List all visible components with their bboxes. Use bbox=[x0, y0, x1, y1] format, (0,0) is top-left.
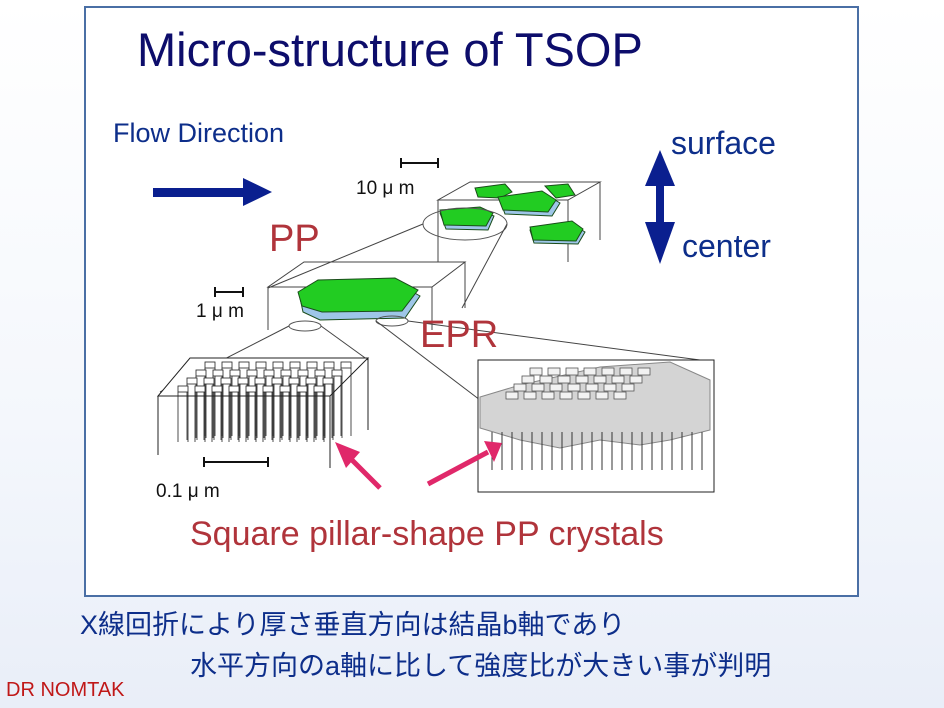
pillar-top bbox=[246, 369, 258, 377]
epr-label: EPR bbox=[420, 314, 499, 356]
flow-direction-label: Flow Direction bbox=[113, 118, 285, 148]
pillar-top bbox=[331, 369, 343, 377]
scale-label-1um: 1 μ m bbox=[196, 301, 244, 322]
pillar-top bbox=[513, 383, 527, 392]
pillar-top bbox=[539, 375, 553, 384]
pillar-top bbox=[195, 369, 207, 377]
pp-label: PP bbox=[269, 218, 320, 260]
pillar-top bbox=[585, 383, 599, 392]
pillar-top bbox=[340, 361, 352, 369]
pillar-top bbox=[611, 375, 625, 384]
scale-label-0-1um: 0.1 μ m bbox=[156, 481, 220, 502]
scale-label-10um: 10 μ m bbox=[356, 178, 415, 199]
zoom-lines-upper bbox=[267, 223, 508, 309]
pillar-top bbox=[603, 383, 617, 392]
pillar-top bbox=[521, 375, 535, 384]
pillar-top bbox=[621, 383, 635, 392]
pillar-top bbox=[177, 385, 189, 393]
pillar-top bbox=[531, 383, 545, 392]
pillar-top bbox=[254, 377, 266, 385]
pillar-top bbox=[262, 385, 274, 393]
pillar-top bbox=[505, 391, 519, 400]
pillar-top bbox=[288, 377, 300, 385]
surface-pp-domains bbox=[439, 183, 586, 245]
pillar-top bbox=[595, 391, 609, 400]
surface-center-double-arrow-icon bbox=[645, 150, 675, 264]
pillar-top bbox=[577, 391, 591, 400]
pillar-top bbox=[559, 391, 573, 400]
pillar-top bbox=[313, 385, 325, 393]
middle-pp-domain bbox=[297, 277, 421, 321]
content-frame bbox=[84, 6, 859, 597]
pillar-top bbox=[238, 361, 250, 369]
pillar-top bbox=[203, 377, 215, 385]
pillar-top bbox=[263, 369, 275, 377]
pillar-top bbox=[289, 361, 301, 369]
pillar-top bbox=[228, 385, 240, 393]
pillar-top bbox=[575, 375, 589, 384]
pillar-top bbox=[629, 375, 643, 384]
pillar-top bbox=[529, 367, 543, 376]
pillar-top bbox=[221, 361, 233, 369]
crystal-caption: Square pillar-shape PP crystals bbox=[190, 515, 664, 553]
pillar-top bbox=[601, 367, 615, 376]
japanese-note-line1: X線回折により厚さ垂直方向は結晶b軸であり bbox=[80, 610, 626, 640]
author-credit: DR NOMTAK bbox=[6, 679, 125, 701]
pillar-top bbox=[619, 367, 633, 376]
pillar-top bbox=[297, 369, 309, 377]
scale-bars bbox=[203, 158, 439, 467]
pillar-top bbox=[593, 375, 607, 384]
pillar-top bbox=[637, 367, 651, 376]
pillar-top bbox=[306, 361, 318, 369]
japanese-note-line2: 水平方向のa軸に比して強度比が大きい事が判明 bbox=[190, 651, 772, 681]
pillar-top bbox=[557, 375, 571, 384]
pillar-top bbox=[583, 367, 597, 376]
pillar-top bbox=[305, 377, 317, 385]
pillar-top bbox=[272, 361, 284, 369]
pillar-array-left bbox=[156, 357, 370, 468]
pillar-top bbox=[549, 383, 563, 392]
pillar-top bbox=[567, 383, 581, 392]
small-zoom-ellipse-left bbox=[288, 320, 322, 332]
pillar-top bbox=[255, 361, 267, 369]
pillar-top bbox=[541, 391, 555, 400]
pillar-top bbox=[245, 385, 257, 393]
pillar-top bbox=[323, 361, 335, 369]
pillar-top bbox=[547, 367, 561, 376]
pillar-top bbox=[211, 385, 223, 393]
center-label: center bbox=[682, 228, 771, 264]
middle-layer-box bbox=[266, 261, 467, 330]
pillar-top bbox=[523, 391, 537, 400]
pillar-top bbox=[322, 377, 334, 385]
pillar-array-right bbox=[477, 359, 715, 493]
pillar-top bbox=[194, 385, 206, 393]
pillar-top bbox=[314, 369, 326, 377]
pink-pointer-arrow-icon bbox=[335, 441, 502, 490]
pillar-top bbox=[565, 367, 579, 376]
pillar-top bbox=[237, 377, 249, 385]
pillar-top bbox=[271, 377, 283, 385]
surface-label: surface bbox=[671, 125, 776, 161]
pillar-top bbox=[212, 369, 224, 377]
pillar-top bbox=[613, 391, 627, 400]
flow-arrow-icon bbox=[153, 178, 272, 206]
pillar-top bbox=[186, 377, 198, 385]
pillar-top bbox=[220, 377, 232, 385]
pillar-top bbox=[229, 369, 241, 377]
pillar-top bbox=[279, 385, 291, 393]
slide-title: Micro-structure of TSOP bbox=[137, 23, 643, 76]
pillar-top bbox=[280, 369, 292, 377]
pillar-top bbox=[296, 385, 308, 393]
pillar-top bbox=[204, 361, 216, 369]
